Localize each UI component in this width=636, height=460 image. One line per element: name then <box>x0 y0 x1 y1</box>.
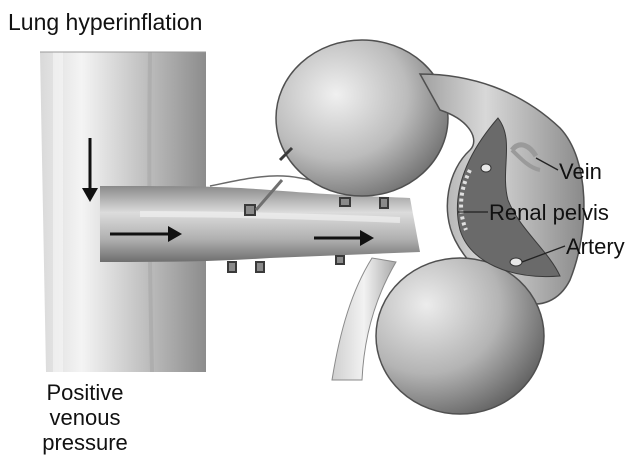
pressure-line: pressure <box>20 430 150 455</box>
lung-hyperinflation-label: Lung hyperinflation <box>8 10 202 35</box>
renal-pelvis-label: Renal pelvis <box>489 200 609 225</box>
vein-label: Vein <box>559 159 602 184</box>
artery-label: Artery <box>566 234 625 259</box>
positive-venous-pressure-label: Positive venous pressure <box>20 380 150 455</box>
venous-line: venous <box>20 405 150 430</box>
positive-line: Positive <box>20 380 150 405</box>
